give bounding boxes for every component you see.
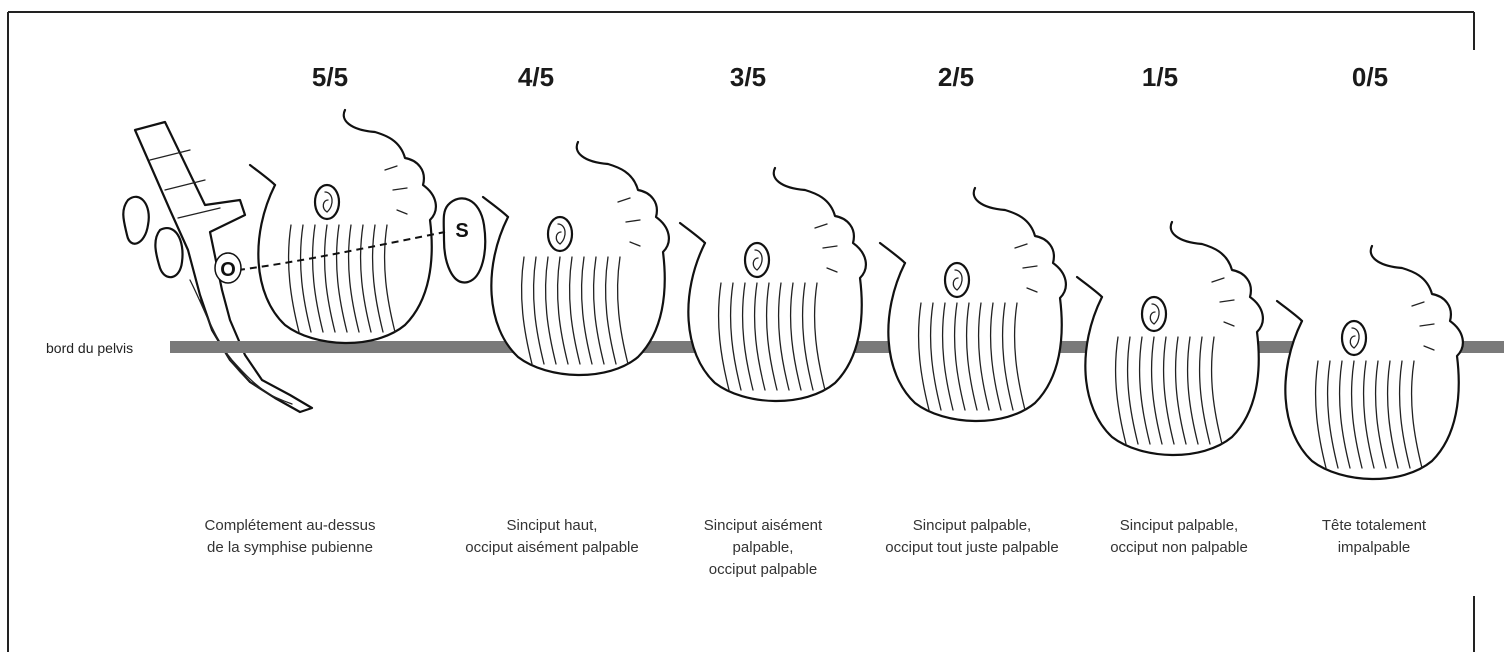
station-fraction-6: 0/5 (1352, 62, 1388, 92)
station-description-2: Sinciput haut, occiput aisément palpable (465, 517, 638, 556)
fetal-head-5 (1077, 222, 1263, 455)
station-description-6: Tête totalement impalpable (1322, 517, 1427, 556)
station-description-5: Sinciput palpable, occiput non palpable (1110, 517, 1248, 556)
skull-outline (688, 168, 866, 401)
station-fraction-5: 1/5 (1142, 62, 1178, 92)
station-description-4: Sinciput palpable, occiput tout juste pal… (885, 517, 1058, 556)
station-fraction-1: 5/5 (312, 62, 348, 92)
description-line: Sinciput palpable, (1120, 517, 1238, 534)
occiput-label: O (220, 259, 236, 281)
station-fraction-4: 2/5 (938, 62, 974, 92)
skull-outline (491, 142, 669, 375)
neck-line (880, 243, 905, 263)
fetal-head-3 (680, 168, 866, 401)
neck-line (680, 223, 705, 243)
station-description-3: Sinciput aisément palpable, occiput palpab… (704, 517, 823, 578)
description-line: Sinciput haut, (507, 517, 598, 534)
skull-outline (258, 110, 436, 343)
station-fraction-2: 4/5 (518, 62, 554, 92)
description-line: Sinciput aisément (704, 517, 823, 534)
description-line: impalpable (1338, 539, 1411, 556)
symphysis-marker: S (444, 198, 486, 282)
description-line: Complétement au-dessus (205, 517, 376, 534)
neck-line (483, 197, 508, 217)
description-line: Sinciput palpable, (913, 517, 1031, 534)
neck-line (1277, 301, 1302, 321)
fetal-head-2 (483, 142, 669, 375)
fetal-head-4 (880, 188, 1066, 421)
fetal-head-1 (250, 110, 436, 343)
station-fraction-3: 3/5 (730, 62, 766, 92)
skull-outline (1085, 222, 1263, 455)
pelvic-brim-label: bord du pelvis (46, 340, 133, 356)
neck-line (250, 165, 275, 185)
skull-outline (888, 188, 1066, 421)
symphysis-label: S (455, 220, 468, 242)
station-description-1: Complétement au-dessus de la symphise pub… (205, 517, 376, 556)
description-line: occiput tout juste palpable (885, 539, 1058, 556)
fetal-heads (250, 110, 1463, 479)
fetal-head-6 (1277, 246, 1463, 479)
description-line: occiput non palpable (1110, 539, 1248, 556)
skull-outline (1285, 246, 1463, 479)
neck-line (1077, 277, 1102, 297)
description-line: de la symphise pubienne (207, 539, 373, 556)
description-line: palpable, (733, 539, 794, 556)
description-line: Tête totalement (1322, 517, 1427, 534)
description-line: occiput palpable (709, 561, 817, 578)
description-line: occiput aisément palpable (465, 539, 638, 556)
